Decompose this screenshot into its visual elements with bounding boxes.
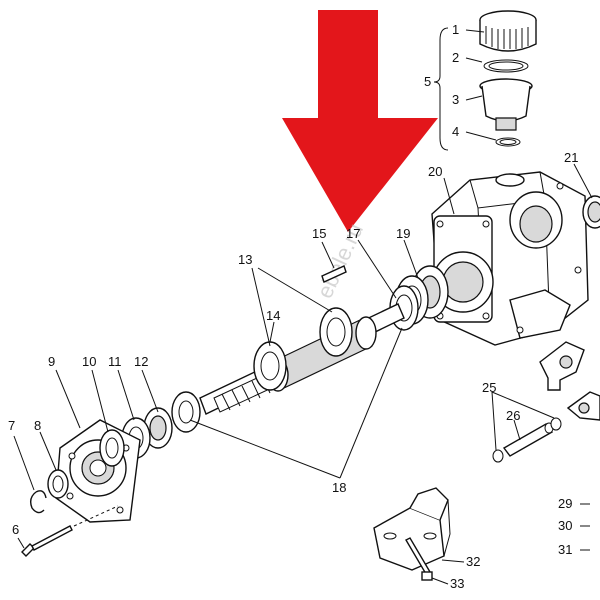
leader-lines	[13, 29, 593, 585]
callout-18: 18	[332, 480, 346, 495]
seal-8	[47, 469, 69, 499]
pin-26	[492, 417, 562, 463]
bearings-13	[319, 307, 353, 357]
callout-13: 13	[238, 252, 252, 267]
callout-12: 12	[134, 354, 148, 369]
callout-26: 26	[506, 408, 520, 423]
pin-15	[321, 265, 347, 283]
flange-9	[55, 419, 141, 523]
callout-9: 9	[48, 354, 55, 369]
oil-cap-assembly	[479, 10, 537, 147]
callout-20: 20	[428, 164, 442, 179]
pump-body	[431, 171, 589, 346]
washers-18	[171, 391, 201, 433]
callout-11: 11	[108, 354, 122, 369]
red-pointer-arrow	[282, 10, 438, 232]
seal-10	[99, 429, 125, 467]
bracket-5	[433, 27, 449, 151]
bolt-6	[21, 505, 119, 557]
callout-25: 25	[482, 380, 496, 395]
callout-1: 1	[452, 22, 459, 37]
callout-3: 3	[452, 92, 459, 107]
callout-4: 4	[452, 124, 459, 139]
callout-33: 33	[450, 576, 464, 591]
callout-15: 15	[312, 226, 326, 241]
circlip-7	[29, 490, 47, 514]
callout-17: 17	[346, 226, 360, 241]
callouts: 1 2 5 3 4 21 20 15 17 19 13 14 9 10 11 1…	[8, 22, 578, 591]
callout-32: 32	[466, 554, 480, 569]
callout-31: 31	[558, 542, 572, 557]
part-21	[582, 195, 600, 229]
callout-30: 30	[558, 518, 572, 533]
bearing-14	[253, 341, 287, 391]
callout-29: 29	[558, 496, 572, 511]
callout-5: 5	[424, 74, 431, 89]
callout-8: 8	[34, 418, 41, 433]
mounting-bracket	[373, 487, 451, 581]
connecting-rod-parts	[539, 341, 600, 421]
callout-2: 2	[452, 50, 459, 65]
callout-7: 7	[8, 418, 15, 433]
callout-19: 19	[396, 226, 410, 241]
callout-10: 10	[82, 354, 96, 369]
callout-21: 21	[564, 150, 578, 165]
callout-14: 14	[266, 308, 280, 323]
callout-6: 6	[12, 522, 19, 537]
